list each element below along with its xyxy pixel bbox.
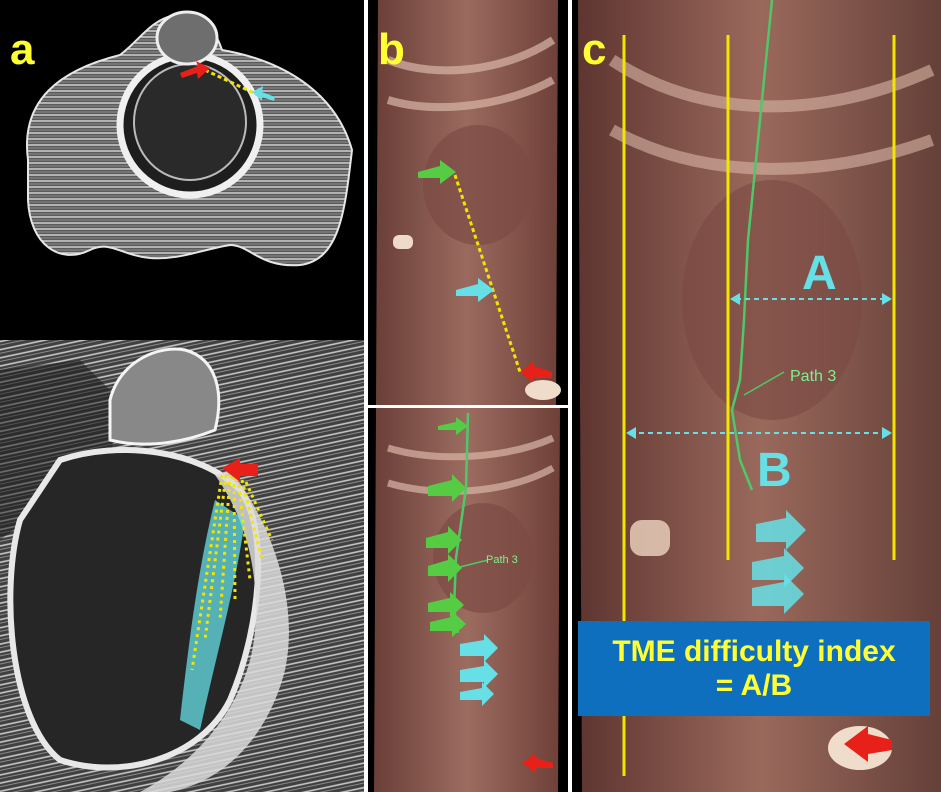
ct-slice-b-top	[376, 0, 561, 405]
measure-label-b: B	[757, 444, 792, 497]
tme-title: TME difficulty index	[612, 635, 896, 668]
pelvis-wireframe-top	[26, 10, 354, 267]
ct-slice-b-bottom	[374, 408, 560, 792]
panel-b-top: b	[368, 0, 568, 405]
path-label-c: Path 3	[790, 368, 837, 385]
pelvis-wireframe-zoom	[0, 340, 364, 792]
path-label-b: Path 3	[486, 554, 518, 566]
panel-a-label: a	[10, 25, 35, 74]
panel-b-bottom: Path 3	[368, 408, 568, 792]
panel-c-label: c	[582, 25, 607, 74]
measure-label-a: A	[802, 247, 837, 300]
panel-b-label: b	[378, 25, 405, 74]
tme-formula: = A/B	[715, 669, 793, 702]
panel-a-top: a	[0, 0, 364, 340]
panel-a-bottom	[0, 340, 364, 792]
ct-slice-c	[578, 0, 941, 792]
tme-difficulty-box: TME difficulty index = A/B	[578, 621, 930, 716]
